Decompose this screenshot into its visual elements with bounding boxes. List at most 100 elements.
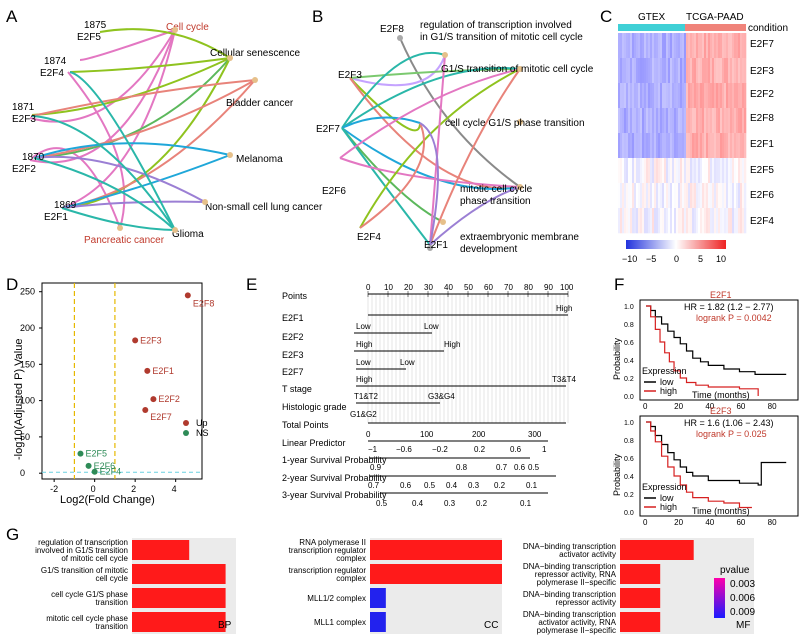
heatmap-cell [692, 133, 695, 159]
heatmap-cell [684, 208, 687, 234]
heatmap-cell [678, 108, 681, 134]
heatmap-cell [724, 33, 727, 59]
heatmap-cell [652, 158, 655, 184]
heatmap-cell [618, 108, 621, 134]
heatmap-row-label: E2F5 [750, 165, 774, 176]
heatmap-cell [730, 208, 733, 234]
tick: 0.6 [400, 481, 412, 490]
y-tick-label: 0.4 [624, 358, 634, 365]
heatmap-cell [706, 33, 709, 59]
heatmap-cell [692, 158, 695, 184]
heatmap-cell [658, 33, 661, 59]
gtex-bar [618, 24, 685, 31]
heatmap-cell [704, 208, 707, 234]
y-tick-label: 0.2 [624, 376, 634, 383]
heatmap-cell [656, 58, 659, 84]
heatmap-cell [620, 158, 623, 184]
heatmap-cell [642, 108, 645, 134]
heatmap-row-label: E2F1 [750, 139, 774, 150]
heatmap-cell [672, 158, 675, 184]
heatmap-cell [620, 183, 623, 209]
heatmap-cell [656, 133, 659, 159]
heatmap-cell [686, 183, 689, 209]
heatmap-cell [664, 133, 667, 159]
heatmap-cell [680, 133, 683, 159]
heatmap-cell [738, 33, 741, 59]
heatmap-cell [666, 133, 669, 159]
y-tick-label: 0 [20, 468, 25, 478]
heatmap-cell [658, 158, 661, 184]
x-tick-label: 0 [643, 518, 648, 527]
heatmap-cell [736, 158, 739, 184]
heatmap-cell [666, 183, 669, 209]
legend-high-label: high [660, 386, 677, 396]
heatmap-cell [720, 158, 723, 184]
heatmap-cell [682, 158, 685, 184]
heatmap-cell [678, 208, 681, 234]
level-label: T1&T2 [354, 392, 379, 401]
row-label: E2F7 [282, 367, 304, 377]
heatmap-cell [676, 183, 679, 209]
term-label: phase transition [460, 196, 531, 207]
tick: 0.5 [424, 481, 436, 490]
heatmap-cell [634, 83, 637, 109]
heatmap-cell [628, 158, 631, 184]
heatmap-cell [700, 83, 703, 109]
heatmap-cell [636, 33, 639, 59]
heatmap-cell [744, 208, 747, 234]
heatmap-cell [686, 133, 689, 159]
heatmap-cell [632, 133, 635, 159]
heatmap-cell [694, 58, 697, 84]
point-label: E2F6 [94, 461, 116, 471]
heatmap-cell [734, 133, 737, 159]
term-label: activator activity [559, 550, 616, 559]
heatmap-cell [720, 183, 723, 209]
heatmap-cell [642, 83, 645, 109]
heatmap-cell [712, 158, 715, 184]
tick: −0.6 [396, 445, 412, 454]
heatmap-cell [702, 83, 705, 109]
heatmap-cell [722, 183, 725, 209]
heatmap-cell [690, 58, 693, 84]
heatmap-cell [636, 183, 639, 209]
tick: 0.7 [496, 463, 508, 472]
level-label: High [356, 375, 372, 384]
row-label: 1-year Survival Probability [282, 455, 387, 465]
heatmap-cell [722, 158, 725, 184]
heatmap-cell [634, 158, 637, 184]
heatmap-cell [732, 158, 735, 184]
heatmap-cell [734, 183, 737, 209]
heatmap-cell [722, 108, 725, 134]
scale-tick: −10 [622, 254, 637, 264]
heatmap-cell [672, 183, 675, 209]
heatmap-cell [670, 83, 673, 109]
bar [370, 564, 502, 584]
heatmap-cell [644, 183, 647, 209]
heatmap-cell [648, 58, 651, 84]
heatmap-cell [708, 158, 711, 184]
x-tick-label: 20 [674, 402, 683, 411]
gene-name: E2F4 [40, 68, 64, 79]
heatmap-cell [680, 158, 683, 184]
term-label: extraembryonic membrane [460, 232, 579, 243]
tick: 0.1 [520, 499, 532, 508]
heatmap-cell [630, 58, 633, 84]
point-label: E2F5 [85, 449, 107, 459]
heatmap-cell [644, 133, 647, 159]
heatmap-cell [688, 208, 691, 234]
heatmap-cell [654, 108, 657, 134]
heatmap-cell [620, 133, 623, 159]
heatmap-cell [722, 58, 725, 84]
heatmap-cell [620, 208, 623, 234]
heatmap-cell [624, 133, 627, 159]
heatmap-cell [622, 58, 625, 84]
heatmap-cell [642, 208, 645, 234]
heatmap-cell [626, 58, 629, 84]
heatmap-cell [656, 208, 659, 234]
heatmap-cell [690, 133, 693, 159]
heatmap-cell [694, 133, 697, 159]
heatmap-cell [670, 158, 673, 184]
heatmap-cell [676, 83, 679, 109]
